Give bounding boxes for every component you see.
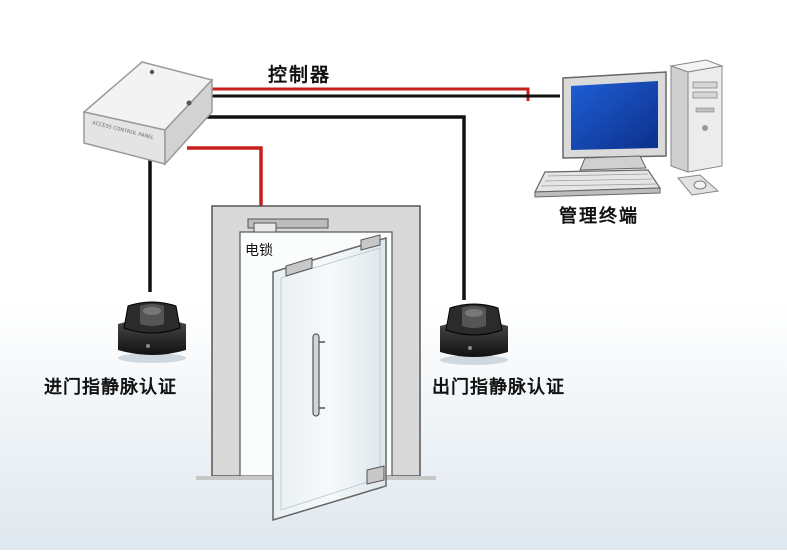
desktop-computer-icon [534,59,724,198]
electric-lock-label: 电锁 [245,243,273,259]
exit-reader-label: 出门指静脉认证 [432,377,565,398]
finger-vein-reader-icon [440,303,508,365]
finger-vein-reader-icon [118,301,186,363]
wires [148,87,560,300]
electric-lock-icon [247,218,329,233]
power-wire-lock [187,146,263,220]
signal-wire-exit-reader [200,115,466,300]
controller-label: 控制器 [268,64,332,86]
glass-door-icon [272,234,387,522]
terminal-label: 管理终端 [559,206,639,227]
controller-box-icon: ACCESS CONTROL PANEL [82,61,214,166]
entry-reader-label: 进门指静脉认证 [44,377,177,398]
